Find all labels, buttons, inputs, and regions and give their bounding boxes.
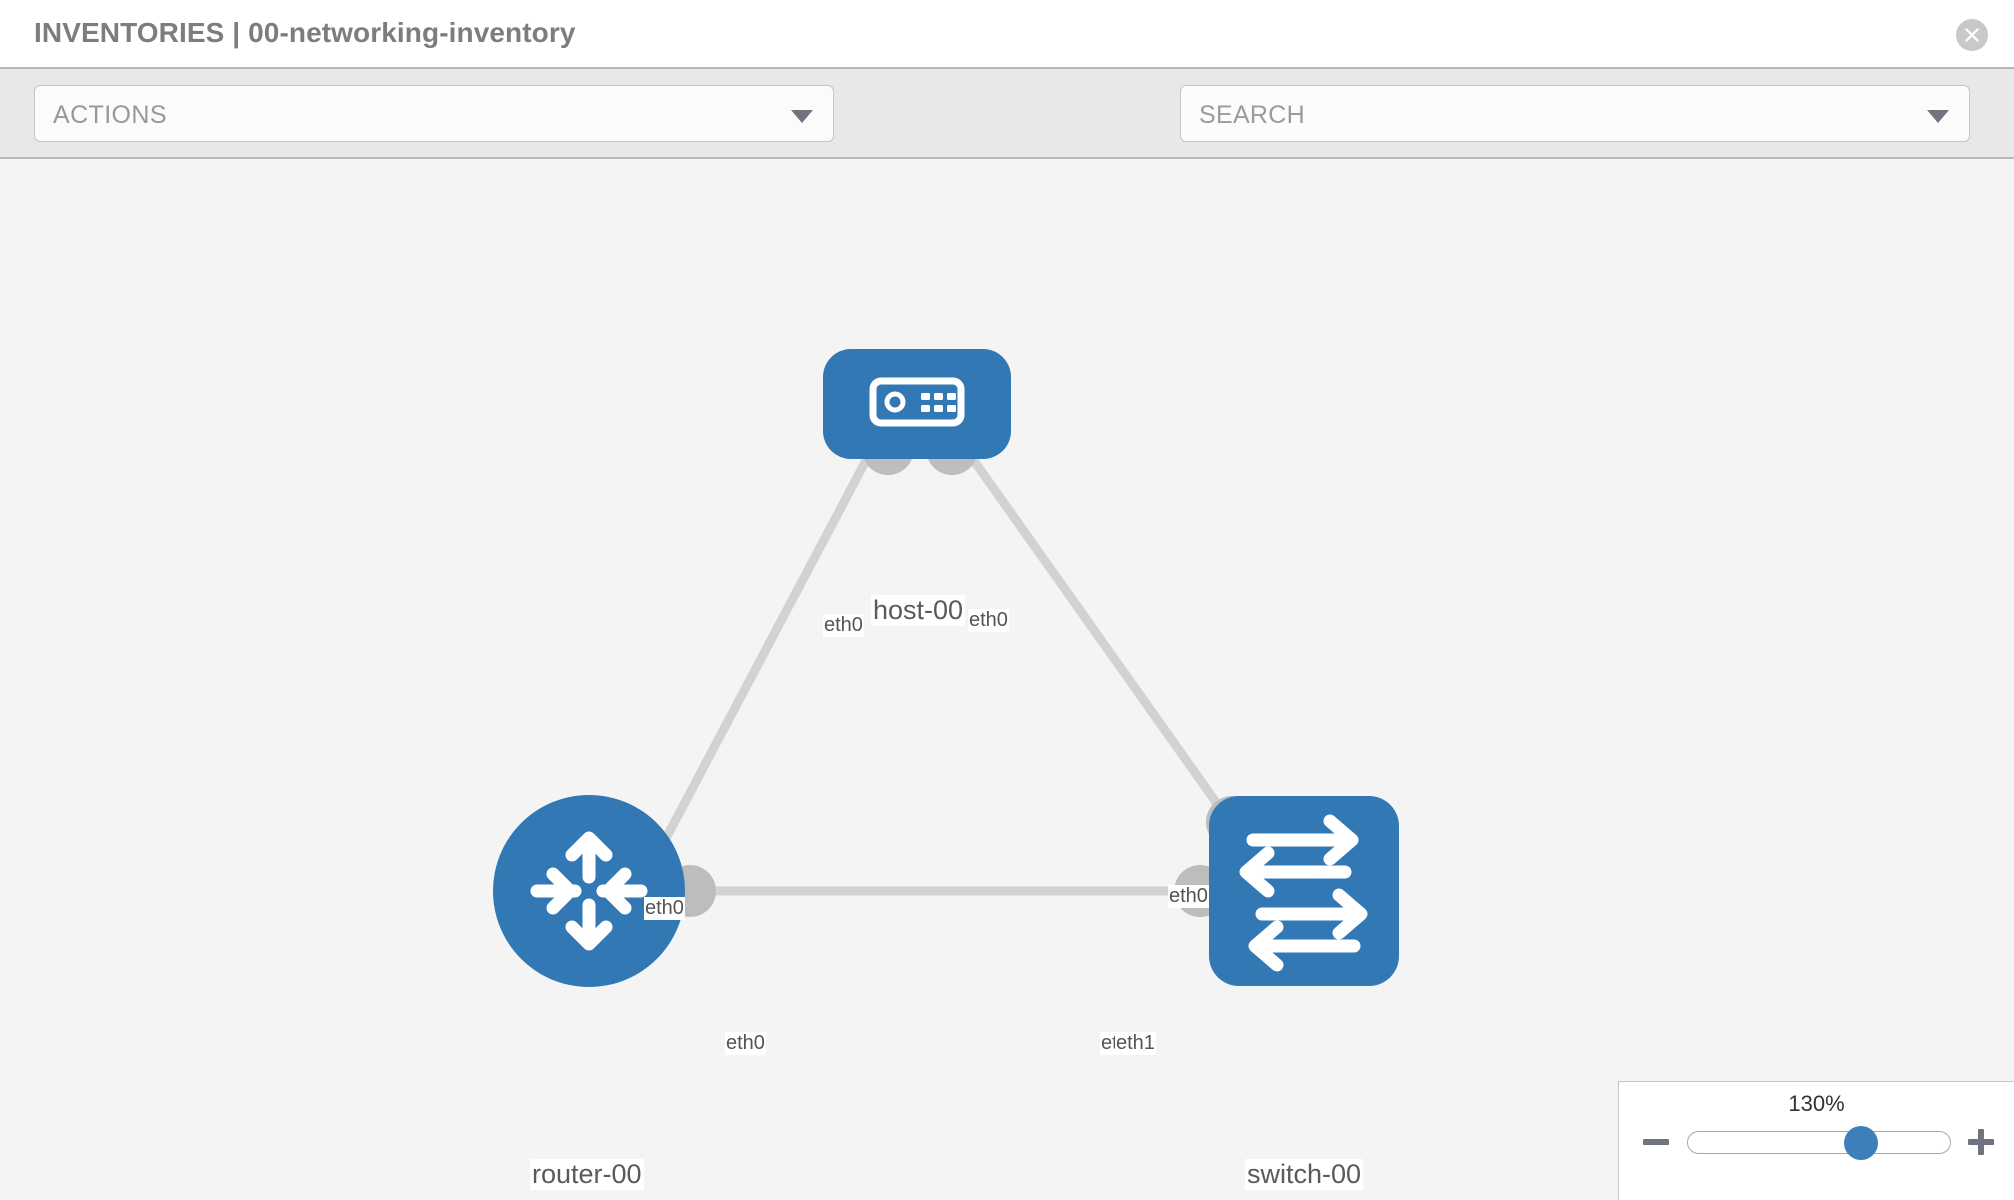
topology-graph	[493, 349, 1399, 987]
zoom-level-value: 130%	[1788, 1091, 1845, 1116]
zoom-slider[interactable]	[1687, 1126, 1951, 1160]
search-input[interactable]: SEARCH	[1180, 85, 1970, 142]
plus-icon[interactable]	[1966, 1127, 1996, 1157]
edge-label-host-router-port[interactable]: eth0	[823, 614, 864, 637]
edge-label-router-switch-from-port[interactable]: eth0	[725, 1032, 766, 1055]
node-host-00[interactable]	[823, 349, 1011, 459]
node-label-router-00[interactable]: router-00	[530, 1159, 644, 1190]
toolbar: ACTIONS SEARCH	[0, 69, 2014, 202]
edge-label-router-host-port[interactable]: eth0	[644, 897, 685, 920]
page-title: INVENTORIES | 00-networking-inventory	[34, 17, 576, 48]
chevron-down-icon[interactable]	[1927, 110, 1949, 123]
close-icon[interactable]	[1956, 19, 1988, 51]
zoom-control-panel: 130%	[1618, 1081, 2014, 1200]
actions-dropdown[interactable]: ACTIONS	[34, 85, 834, 142]
node-label-switch-00[interactable]: switch-00	[1245, 1159, 1364, 1190]
actions-dropdown-label: ACTIONS	[53, 101, 167, 129]
minus-icon[interactable]	[1641, 1127, 1671, 1157]
node-switch-00[interactable]	[1209, 796, 1399, 986]
edge-label-host-switch-port[interactable]: eth0	[968, 609, 1009, 632]
edge-label-switch-host-port[interactable]: eth0	[1168, 885, 1209, 908]
topology-canvas[interactable]: eth0 eth0 host-00 eth0 eth0 eth0 eth0 et…	[0, 159, 2014, 1200]
window-header: INVENTORIES | 00-networking-inventory	[0, 0, 2014, 69]
search-placeholder: SEARCH	[1199, 101, 1305, 129]
zoom-slider-thumb[interactable]	[1843, 1126, 1878, 1160]
edge-label-router-switch-to-port[interactable]: eth1	[1115, 1032, 1156, 1055]
chevron-down-icon	[791, 110, 813, 123]
node-label-host-00[interactable]: host-00	[871, 595, 966, 626]
node-router-00[interactable]	[493, 795, 685, 987]
edge-host-switch	[951, 431, 1239, 832]
edge-host-router	[651, 431, 884, 862]
